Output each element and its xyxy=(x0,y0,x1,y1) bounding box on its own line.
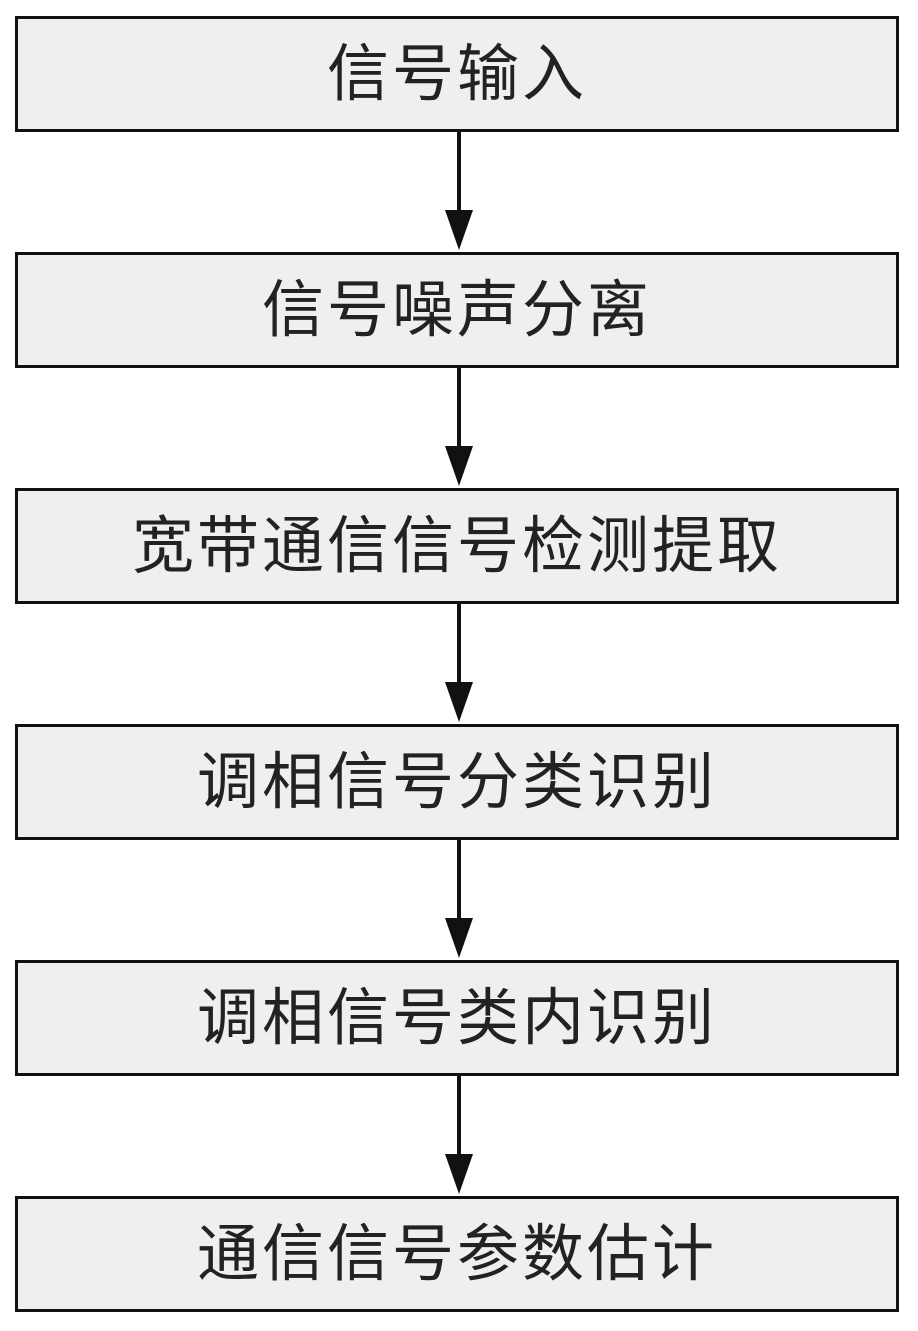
step-label: 调相信号类内识别 xyxy=(196,981,717,1054)
down-arrow-icon xyxy=(445,604,473,722)
step-label: 宽带通信信号检测提取 xyxy=(131,509,782,582)
step-phase-modulation-classification: 调相信号分类识别 xyxy=(15,724,899,840)
step-label: 信号噪声分离 xyxy=(261,273,652,346)
step-label: 信号输入 xyxy=(326,37,587,110)
step-intra-class-recognition: 调相信号类内识别 xyxy=(15,960,899,1076)
step-signal-input: 信号输入 xyxy=(15,16,899,132)
step-label: 通信信号参数估计 xyxy=(196,1217,717,1290)
step-signal-noise-separation: 信号噪声分离 xyxy=(15,252,899,368)
down-arrow-icon xyxy=(445,840,473,958)
down-arrow-icon xyxy=(445,132,473,250)
step-label: 调相信号分类识别 xyxy=(196,745,717,818)
step-wideband-detection-extraction: 宽带通信信号检测提取 xyxy=(15,488,899,604)
down-arrow-icon xyxy=(445,1076,473,1194)
step-parameter-estimation: 通信信号参数估计 xyxy=(15,1196,899,1312)
down-arrow-icon xyxy=(445,368,473,486)
